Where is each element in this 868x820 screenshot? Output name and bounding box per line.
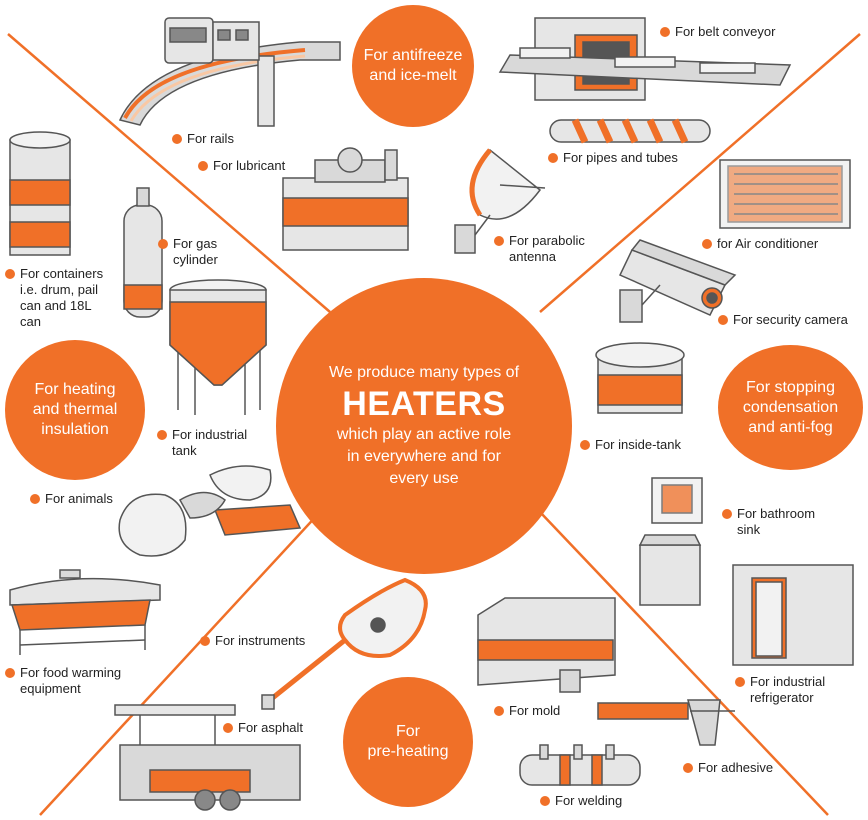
- label-industrial-tank: For industrial tank: [157, 427, 247, 459]
- category-condensation-antifog: For stopping condensation and anti-fog: [718, 345, 863, 470]
- mold-illustration: [477, 597, 616, 693]
- industrial-refrigerator-illustration: [732, 564, 854, 666]
- bullet-icon: [198, 161, 208, 171]
- label-food-warming: For food warming equipment: [5, 665, 121, 697]
- label-belt-conveyor: For belt conveyor: [660, 24, 775, 40]
- bullet-icon: [158, 239, 168, 249]
- animals-illustration: [118, 465, 302, 557]
- bullet-icon: [540, 796, 550, 806]
- label-instruments: For instruments: [200, 633, 305, 649]
- label-adhesive: For adhesive: [683, 760, 773, 776]
- bullet-icon: [718, 315, 728, 325]
- adhesive-gun-illustration: [597, 699, 735, 746]
- bullet-icon: [548, 153, 558, 163]
- label-bathroom-sink: For bathroom sink: [722, 506, 815, 538]
- bullet-icon: [494, 236, 504, 246]
- label-security-camera: For security camera: [718, 312, 848, 328]
- bullet-icon: [702, 239, 712, 249]
- center-headline: HEATERS: [342, 385, 506, 423]
- drum-containers-illustration: [9, 131, 71, 256]
- label-inside-tank: For inside-tank: [580, 437, 681, 453]
- label-lubricant: For lubricant: [198, 158, 285, 174]
- bullet-icon: [722, 509, 732, 519]
- label-asphalt: For asphalt: [223, 720, 303, 736]
- asphalt-finisher-illustration: [114, 704, 301, 811]
- bullet-icon: [494, 706, 504, 716]
- guitar-illustration: [261, 577, 428, 710]
- label-welding: For welding: [540, 793, 622, 809]
- divider-top-left: [7, 33, 331, 313]
- center-line-2: which play an active role in everywhere …: [336, 426, 512, 487]
- bullet-icon: [30, 494, 40, 504]
- center-line-1: We produce many types of: [328, 364, 520, 381]
- industrial-tank-illustration: [169, 279, 267, 415]
- bullet-icon: [580, 440, 590, 450]
- bullet-icon: [5, 668, 15, 678]
- divider-bottom-right: [539, 511, 829, 816]
- bullet-icon: [172, 134, 182, 144]
- bullet-icon: [157, 430, 167, 440]
- bullet-icon: [683, 763, 693, 773]
- gas-cylinder-illustration: [123, 187, 163, 318]
- parabolic-antenna-illustration: [454, 148, 546, 254]
- lubricant-illustration: [282, 147, 409, 251]
- label-parabolic-antenna: For parabolic antenna: [494, 233, 585, 265]
- security-camera-illustration: [618, 239, 737, 323]
- category-heating-insulation: For heating and thermal insulation: [5, 340, 145, 480]
- welding-illustration: [519, 744, 641, 786]
- pipe-illustration: [549, 118, 711, 144]
- divider-bottom-left: [39, 511, 321, 816]
- label-containers: For containers i.e. drum, pail can and 1…: [5, 266, 103, 330]
- label-industrial-refrigerator: For industrial refrigerator: [735, 674, 825, 706]
- center-headline-circle: We produce many types of HEATERS which p…: [276, 278, 572, 574]
- category-preheating: For pre-heating: [343, 677, 473, 807]
- food-warming-illustration: [9, 569, 161, 655]
- category-antifreeze: For antifreeze and ice-melt: [352, 5, 474, 127]
- label-animals: For animals: [30, 491, 113, 507]
- belt-conveyor-illustration: [498, 17, 792, 101]
- label-gas-cylinder: For gas cylinder: [158, 236, 218, 268]
- bullet-icon: [5, 269, 15, 279]
- label-air-conditioner: for Air conditioner: [702, 236, 818, 252]
- divider-top-right: [539, 33, 861, 313]
- label-rails: For rails: [172, 131, 234, 147]
- bullet-icon: [223, 723, 233, 733]
- bullet-icon: [200, 636, 210, 646]
- air-conditioner-illustration: [719, 159, 851, 229]
- bullet-icon: [660, 27, 670, 37]
- bathroom-sink-illustration: [638, 477, 703, 606]
- bullet-icon: [735, 677, 745, 687]
- monorail-illustration: [118, 17, 341, 127]
- divider-lines: [7, 33, 861, 816]
- inside-tank-illustration: [595, 342, 685, 414]
- label-mold: For mold: [494, 703, 560, 719]
- label-pipes-tubes: For pipes and tubes: [548, 150, 678, 166]
